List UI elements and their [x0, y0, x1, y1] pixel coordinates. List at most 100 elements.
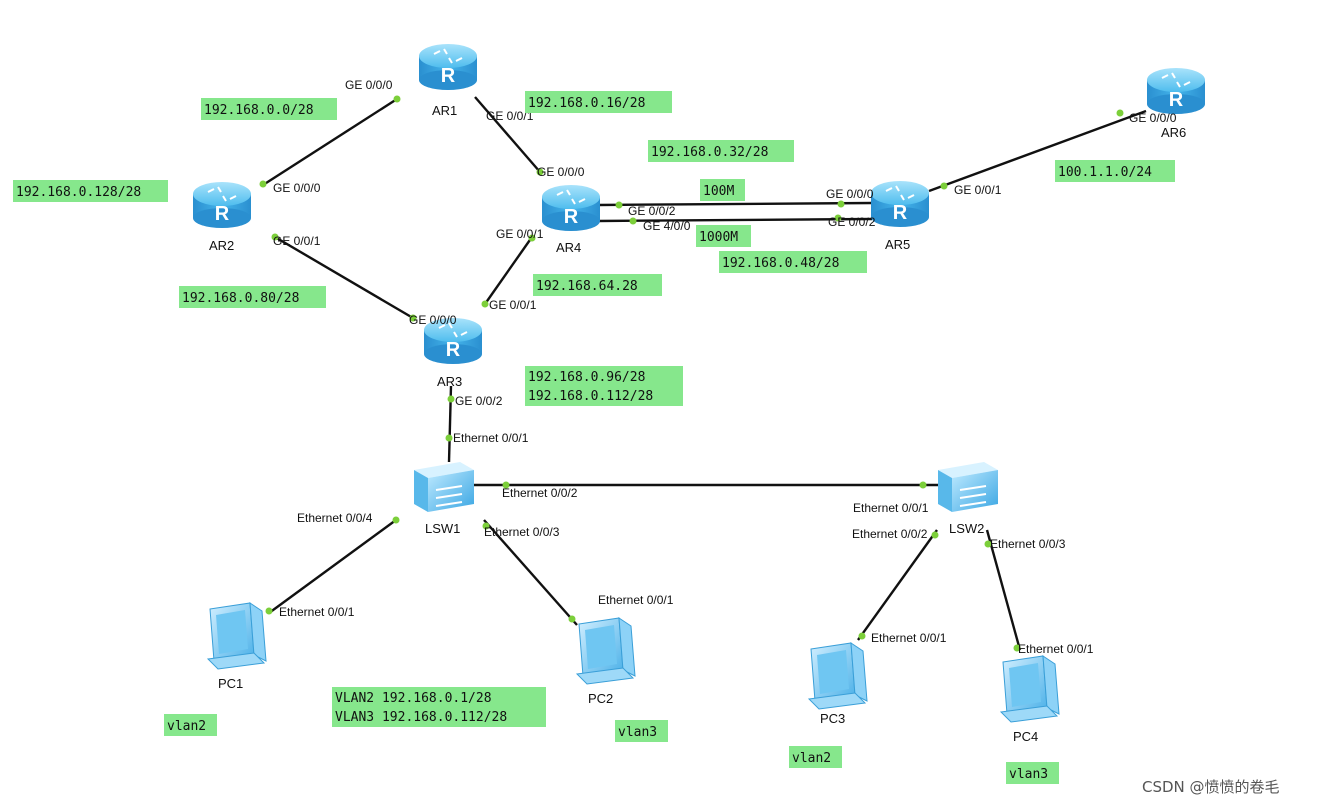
device-label-ar5: AR5 [885, 237, 910, 252]
device-label-ar1: AR1 [432, 103, 457, 118]
network-label-bg [1055, 160, 1175, 182]
device-label-ar6: AR6 [1161, 125, 1186, 140]
iface-label-ar1-ge001: GE 0/0/1 [486, 109, 534, 123]
network-label-ar3-lsw1-b: 192.168.0.112/28 [528, 389, 653, 404]
port-dot[interactable] [1116, 109, 1124, 117]
link-lsw2-pc4[interactable] [985, 529, 1022, 651]
network-label-bg [700, 179, 745, 201]
link-ar1-ar2[interactable] [262, 97, 398, 187]
port-dot[interactable] [482, 522, 490, 530]
pc-icon [207, 602, 267, 670]
switch-icon [413, 461, 475, 513]
pc-pc2[interactable] [576, 617, 636, 685]
pc-icon [1000, 655, 1060, 723]
port-dot[interactable] [834, 214, 842, 222]
port-dot[interactable] [931, 531, 939, 539]
network-label-bg [696, 225, 751, 247]
router-ar1[interactable] [418, 43, 478, 91]
network-label-bg [1006, 762, 1059, 784]
router-ar6[interactable] [1146, 67, 1206, 115]
port-dot[interactable] [502, 481, 510, 489]
network-label-ar3-ar4: 192.168.64.28 [536, 279, 638, 294]
port-dot[interactable] [536, 168, 544, 176]
pc-pc1[interactable] [207, 602, 267, 670]
link-ar3-ar4[interactable] [484, 236, 533, 305]
vlan-label-pc4: vlan3 [1009, 767, 1048, 782]
device-label-lsw1: LSW1 [425, 521, 460, 536]
switch-lsw2[interactable] [937, 461, 999, 513]
port-dot[interactable] [919, 481, 927, 489]
device-label-lsw2: LSW2 [949, 521, 984, 536]
router-ar4[interactable] [541, 184, 601, 232]
port-dot[interactable] [837, 200, 845, 208]
link-ar4-ar5-1000m[interactable] [597, 217, 873, 223]
network-label-ar1-ar4: 192.168.0.16/28 [528, 96, 645, 111]
iface-label-ar4-ge000: GE 0/0/0 [537, 165, 585, 179]
iface-label-lsw2-eth002: Ethernet 0/0/2 [852, 527, 928, 541]
pc-pc3[interactable] [808, 642, 868, 710]
port-dot[interactable] [445, 434, 453, 442]
port-dot[interactable] [447, 395, 455, 403]
port-dot[interactable] [629, 217, 637, 225]
port-dot[interactable] [858, 632, 866, 640]
network-label-bg [201, 98, 337, 120]
router-icon [418, 43, 478, 91]
network-label-bg [179, 286, 326, 308]
router-icon [1146, 67, 1206, 115]
port-dot[interactable] [481, 300, 489, 308]
port-dot[interactable] [1013, 644, 1021, 652]
port-dot[interactable] [409, 314, 417, 322]
port-dot[interactable] [528, 234, 536, 242]
network-label-ar2: 192.168.0.128/28 [16, 185, 141, 200]
vlanif-label-b: VLAN3 192.168.0.112/28 [335, 710, 507, 725]
network-label-ar4-ar5-b: 192.168.0.48/28 [722, 256, 839, 271]
watermark: CSDN @愤愤的卷毛 [1142, 778, 1280, 796]
switch-lsw1[interactable] [413, 461, 475, 513]
iface-label-ar3-ge002: GE 0/0/2 [455, 394, 503, 408]
port-dot[interactable] [615, 201, 623, 209]
link-ar2-ar3[interactable] [274, 235, 414, 320]
device-label-ar4: AR4 [556, 240, 581, 255]
port-dot[interactable] [259, 180, 267, 188]
link-ar1-ar4[interactable] [474, 96, 541, 173]
port-dot[interactable] [568, 615, 576, 623]
iface-label-ar4-ge002: GE 0/0/2 [628, 204, 676, 218]
pc-icon [808, 642, 868, 710]
vlan-label-pc1: vlan2 [167, 719, 206, 734]
link-ar5-ar6[interactable] [928, 109, 1147, 193]
iface-label-ar5-ge000: GE 0/0/0 [826, 187, 874, 201]
links-layer [262, 96, 1147, 651]
router-icon [192, 181, 252, 229]
router-ar5[interactable] [870, 180, 930, 228]
router-icon [870, 180, 930, 228]
vlanif-label-a: VLAN2 192.168.0.1/28 [335, 691, 492, 706]
iface-label-lsw1-eth003: Ethernet 0/0/3 [484, 525, 560, 539]
device-labels: AR1 AR2 AR3 AR4 AR5 AR6 LSW1 LSW2 PC1 PC… [209, 103, 1186, 744]
port-dot[interactable] [271, 233, 279, 241]
network-labels: 192.168.0.0/28 192.168.0.16/28 192.168.0… [13, 91, 1175, 784]
port-dot[interactable] [392, 516, 400, 524]
pc-pc4[interactable] [1000, 655, 1060, 723]
network-label-ar4-ar5-a: 192.168.0.32/28 [651, 145, 768, 160]
port-dot[interactable] [984, 540, 992, 548]
iface-label-lsw1-eth002: Ethernet 0/0/2 [502, 486, 578, 500]
interface-labels: GE 0/0/0 GE 0/0/1 GE 0/0/0 GE 0/0/1 GE 0… [273, 78, 1177, 656]
port-dot[interactable] [940, 182, 948, 190]
port-dot[interactable] [393, 95, 401, 103]
network-label-ar1-ar2: 192.168.0.0/28 [204, 103, 314, 118]
device-label-pc2: PC2 [588, 691, 613, 706]
network-label-bg [789, 746, 842, 768]
link-lsw1-pc2[interactable] [483, 519, 578, 626]
network-label-ar2-ar3: 192.168.0.80/28 [182, 291, 299, 306]
iface-label-pc1-eth001: Ethernet 0/0/1 [279, 605, 355, 619]
router-ar2[interactable] [192, 181, 252, 229]
iface-label-ar4-ge400: GE 4/0/0 [643, 219, 691, 233]
link-lsw2-pc3[interactable] [857, 529, 938, 641]
network-label-bg [525, 91, 672, 113]
port-dot[interactable] [265, 607, 273, 615]
link-lsw1-pc1[interactable] [268, 519, 397, 614]
network-label-bg [525, 366, 683, 406]
iface-label-lsw2-eth001: Ethernet 0/0/1 [853, 501, 929, 515]
link-ar4-ar5-100m[interactable] [597, 201, 873, 207]
